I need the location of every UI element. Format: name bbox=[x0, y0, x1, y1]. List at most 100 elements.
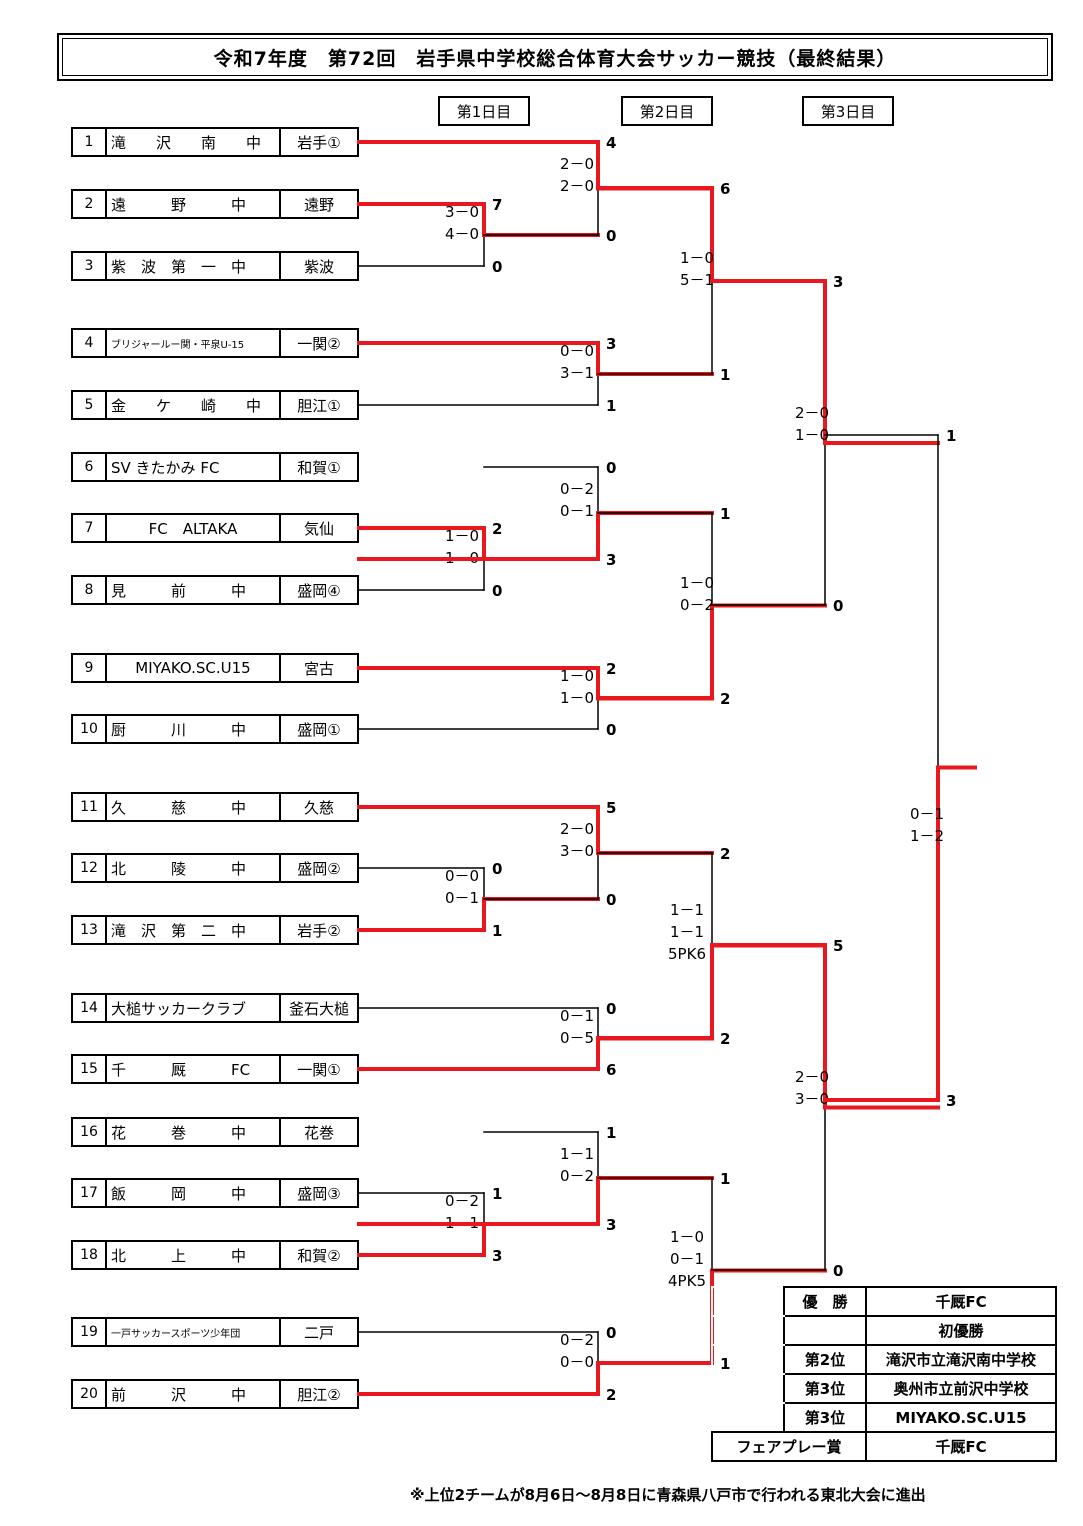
team-region: 和賀① bbox=[297, 458, 341, 477]
score-label: 2 bbox=[606, 1386, 616, 1404]
team-name: 一戸サッカースポーツ少年団 bbox=[107, 1319, 281, 1345]
team-number: 4 bbox=[73, 330, 107, 356]
result-row-first-win: 初優勝 bbox=[711, 1315, 1057, 1346]
half-score-label: 2－0 bbox=[560, 155, 594, 173]
score-label: 6 bbox=[720, 180, 730, 198]
result-label bbox=[783, 1315, 867, 1346]
team-name: 大槌サッカークラブ bbox=[107, 995, 281, 1021]
team-number: 16 bbox=[73, 1119, 107, 1145]
score-label: 1 bbox=[606, 1124, 616, 1142]
team-region: 気仙 bbox=[303, 519, 334, 538]
team-name: 北 陵 中 bbox=[107, 855, 281, 881]
day-1-label: 第1日目 bbox=[438, 96, 530, 126]
score-label: 0 bbox=[606, 891, 616, 909]
team-number: 7 bbox=[73, 515, 107, 541]
half-score-label: 4－0 bbox=[445, 225, 479, 243]
team-name: FC ALTAKA bbox=[107, 515, 281, 541]
result-value: 滝沢市立滝沢南中学校 bbox=[865, 1344, 1057, 1375]
score-label: 2 bbox=[720, 845, 730, 863]
half-score-label: 0－2 bbox=[560, 1331, 594, 1349]
score-label: 3 bbox=[492, 1247, 502, 1265]
score-label: 1 bbox=[492, 922, 502, 940]
score-label: 5 bbox=[833, 937, 843, 955]
half-score-label: 1－0 bbox=[795, 426, 829, 444]
score-label: 2 bbox=[606, 660, 616, 678]
score-label: 2 bbox=[720, 690, 730, 708]
team-name: ブリジャールー関・平泉U-15 bbox=[107, 330, 281, 356]
team-number: 10 bbox=[73, 716, 107, 742]
score-label: 4 bbox=[606, 134, 616, 152]
result-value: 奥州市立前沢中学校 bbox=[865, 1373, 1057, 1404]
half-score-label: 3－0 bbox=[795, 1090, 829, 1108]
score-label: 3 bbox=[833, 273, 843, 291]
half-score-label: 0－5 bbox=[560, 1029, 594, 1047]
half-score-label: 1－0 bbox=[680, 249, 714, 267]
team-number: 1 bbox=[73, 129, 107, 155]
half-score-label: 1－1 bbox=[670, 901, 704, 919]
team-number: 19 bbox=[73, 1319, 107, 1345]
title-frame: 令和7年度 第72回 岩手県中学校総合体育大会サッカー競技（最終結果） bbox=[57, 33, 1053, 81]
score-label: 5 bbox=[606, 799, 616, 817]
half-score-label: 1－0 bbox=[560, 667, 594, 685]
team-number: 11 bbox=[73, 794, 107, 820]
half-score-label: 0－0 bbox=[560, 342, 594, 360]
score-label: 0 bbox=[492, 258, 502, 276]
result-row-fairplay: フェアプレー賞 千厩FC bbox=[711, 1431, 1057, 1462]
score-label: 1 bbox=[946, 427, 956, 445]
team-region: 胆江① bbox=[297, 396, 341, 415]
half-score-label: 1－2 bbox=[910, 827, 944, 845]
day-2-label: 第2日目 bbox=[621, 96, 713, 126]
half-score-label: 0－2 bbox=[560, 1167, 594, 1185]
team-region: 一関② bbox=[297, 334, 341, 353]
team-name: MIYAKO.SC.U15 bbox=[107, 655, 281, 681]
half-score-label: 2－0 bbox=[560, 177, 594, 195]
result-row-third-b: 第3位 MIYAKO.SC.U15 bbox=[711, 1402, 1057, 1433]
team-number: 5 bbox=[73, 392, 107, 418]
score-label: 3 bbox=[606, 551, 616, 569]
team-name: 飯 岡 中 bbox=[107, 1180, 281, 1206]
team-number: 8 bbox=[73, 577, 107, 603]
score-label: 1 bbox=[720, 1170, 730, 1188]
team-region: 遠野 bbox=[303, 195, 334, 214]
half-score-label: 0－0 bbox=[560, 1353, 594, 1371]
half-score-label: 1－0 bbox=[670, 1228, 704, 1246]
half-score-label: 2－0 bbox=[795, 1068, 829, 1086]
result-row-second: 第2位 滝沢市立滝沢南中学校 bbox=[711, 1344, 1057, 1375]
team-name: 北 上 中 bbox=[107, 1242, 281, 1268]
score-label: 1 bbox=[492, 1185, 502, 1203]
score-label: 2 bbox=[720, 1030, 730, 1048]
score-label: 0 bbox=[606, 459, 616, 477]
team-name: 滝 沢 南 中 bbox=[107, 129, 281, 155]
score-label: 7 bbox=[492, 196, 502, 214]
result-label: 優 勝 bbox=[783, 1286, 867, 1317]
day-3-label: 第3日目 bbox=[802, 96, 894, 126]
half-score-label: 0－1 bbox=[445, 889, 479, 907]
half-score-label: 1－1 bbox=[560, 1145, 594, 1163]
score-label: 3 bbox=[946, 1092, 956, 1110]
half-score-label: 2－0 bbox=[795, 404, 829, 422]
team-number: 9 bbox=[73, 655, 107, 681]
footnote: ※上位2チームが8月6日～8月8日に青森県八戸市で行われる東北大会に進出 bbox=[410, 1486, 926, 1504]
team-number: 12 bbox=[73, 855, 107, 881]
team-name: 久 慈 中 bbox=[107, 794, 281, 820]
team-region: 宮古 bbox=[303, 659, 334, 678]
team-region: 和賀② bbox=[297, 1246, 341, 1265]
team-region: 岩手① bbox=[297, 133, 341, 152]
score-label: 1 bbox=[720, 505, 730, 523]
score-label: 3 bbox=[606, 335, 616, 353]
half-score-label: 0－1 bbox=[670, 1250, 704, 1268]
half-score-label: 3－1 bbox=[560, 364, 594, 382]
team-number: 14 bbox=[73, 995, 107, 1021]
team-number: 18 bbox=[73, 1242, 107, 1268]
team-number: 3 bbox=[73, 253, 107, 279]
team-region: 久慈 bbox=[303, 798, 334, 817]
half-score-label: 0－2 bbox=[680, 596, 714, 614]
team-name: 厨 川 中 bbox=[107, 716, 281, 742]
